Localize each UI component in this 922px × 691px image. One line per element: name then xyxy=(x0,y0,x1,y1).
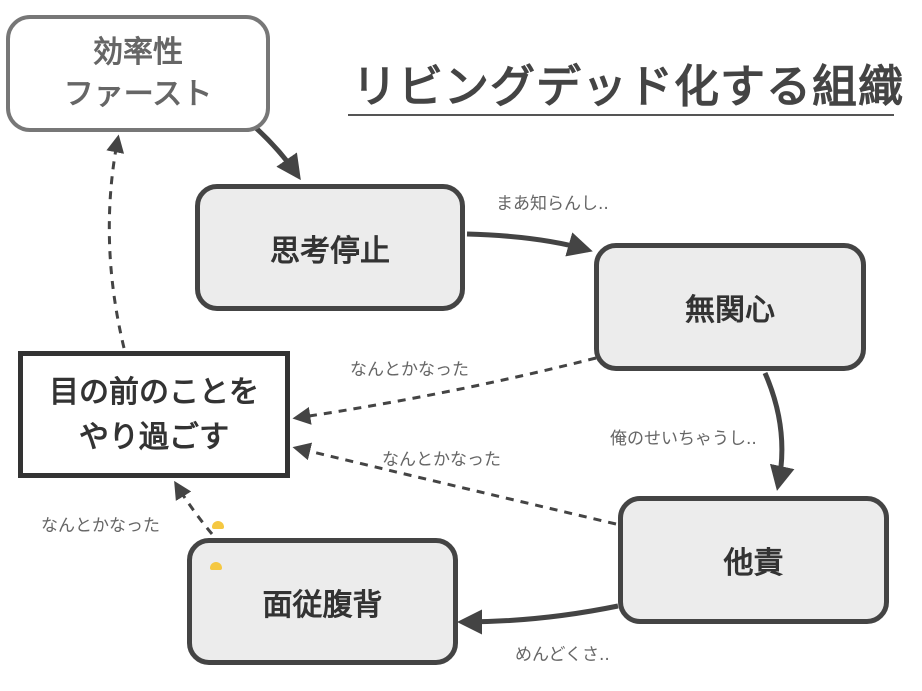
selection-handle-marker xyxy=(210,562,222,570)
arrow-first-to-thinking xyxy=(254,126,301,181)
arrow-blame-to-getby xyxy=(292,442,617,526)
node-feigned-obedience: 面従腹背 xyxy=(187,538,458,665)
node-blame-others-label: 他責 xyxy=(723,546,784,581)
node-get-by: 目の前のことを やり過ごす xyxy=(18,351,290,478)
title-underline xyxy=(348,114,894,116)
edge-label-blame-to-getby: なんとかなった xyxy=(382,450,501,470)
edge-label-indifference-to-getby: なんとかなった xyxy=(350,360,469,380)
node-get-by-line1: 目の前のことを xyxy=(49,374,259,410)
arrow-getby-to-first xyxy=(106,134,126,349)
edge-label-thinking-to-indifference: まあ知らんし.. xyxy=(496,194,609,214)
node-efficiency-first: 効率性 ファースト xyxy=(6,15,270,132)
node-indifference: 無関心 xyxy=(594,243,866,371)
node-get-by-line2: やり過ごす xyxy=(78,419,230,455)
arrow-blame-to-feigned xyxy=(457,603,619,635)
node-efficiency-first-line1: 効率性 xyxy=(93,34,183,70)
arrow-feigned-to-getby xyxy=(174,480,214,535)
node-blame-others: 他責 xyxy=(618,496,889,624)
arrow-indifference-to-getby xyxy=(292,356,597,425)
node-efficiency-first-line2: ファースト xyxy=(63,76,213,112)
selection-handle-marker xyxy=(212,521,224,529)
node-feigned-obedience-label: 面従腹背 xyxy=(262,587,383,623)
edge-label-indifference-to-blame: 俺のせいちゃうし.. xyxy=(610,429,757,449)
arrow-thinking-to-indifference xyxy=(466,231,593,257)
edge-label-blame-to-feigned: めんどくさ.. xyxy=(515,645,610,665)
node-thinking-stop: 思考停止 xyxy=(195,184,465,311)
node-thinking-stop-label: 思考停止 xyxy=(270,233,390,269)
arrow-indifference-to-blame xyxy=(762,371,795,491)
page-title: リビングデッド化する組織 xyxy=(352,60,905,113)
node-indifference-label: 無関心 xyxy=(685,293,775,328)
edge-label-feigned-to-getby: なんとかなった xyxy=(41,516,160,536)
